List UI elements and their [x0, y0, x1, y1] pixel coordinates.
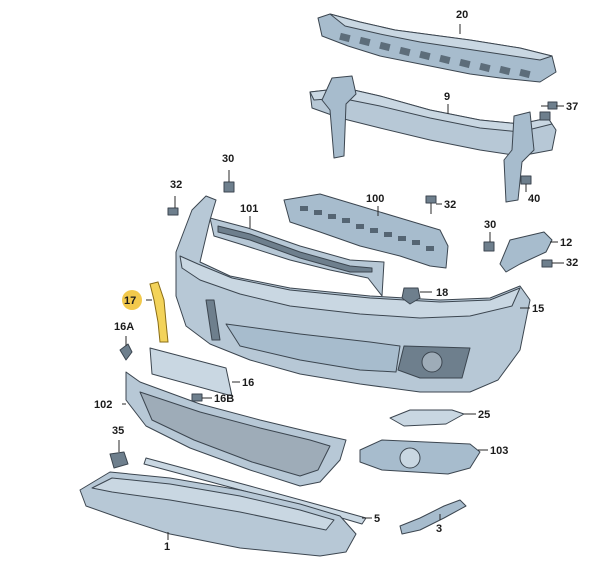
clip-16A[interactable]: [119, 336, 133, 361]
part-20-absorber[interactable]: [317, 13, 557, 83]
label-30a: 30: [222, 153, 234, 165]
label-35: 35: [112, 425, 124, 437]
label-32a: 32: [170, 179, 182, 191]
part-100-upper-grille[interactable]: [283, 193, 449, 269]
screw-32-left[interactable]: [167, 196, 179, 216]
screw-40[interactable]: [520, 175, 532, 192]
label-30b: 30: [484, 219, 496, 231]
clip-30-right[interactable]: [483, 241, 495, 252]
label-32c: 32: [566, 257, 578, 269]
label-12: 12: [560, 237, 572, 249]
part-16-license-plate[interactable]: [149, 347, 240, 397]
screw-37[interactable]: [541, 101, 558, 110]
label-16B: 16B: [214, 393, 234, 405]
label-100: 100: [366, 193, 384, 205]
part-103-fog-grille[interactable]: [359, 439, 488, 475]
clip-30-left[interactable]: [223, 170, 235, 193]
label-16: 16: [242, 377, 254, 389]
label-18: 18: [436, 287, 448, 299]
clip-35[interactable]: [109, 440, 129, 469]
part-17-bracket[interactable]: [146, 281, 169, 343]
label-25: 25: [478, 409, 490, 421]
screw-16B[interactable]: [191, 393, 212, 402]
part-3-strip[interactable]: [399, 499, 467, 535]
label-17: 17: [124, 295, 136, 307]
label-5: 5: [374, 513, 380, 525]
label-15: 15: [532, 303, 544, 315]
label-40: 40: [528, 193, 540, 205]
part-1-underbody[interactable]: [79, 471, 357, 557]
clip-18[interactable]: [401, 287, 432, 305]
label-3: 3: [436, 523, 442, 535]
label-103: 103: [490, 445, 508, 457]
label-17-highlight: [122, 290, 142, 310]
part-102-lower-grille[interactable]: [122, 371, 347, 487]
part-15-bumper-cover[interactable]: [175, 195, 531, 393]
label-102: 102: [94, 399, 112, 411]
label-32b: 32: [444, 199, 456, 211]
label-1: 1: [164, 541, 170, 553]
label-37: 37: [566, 101, 578, 113]
label-9: 9: [444, 91, 450, 103]
label-16A: 16A: [114, 321, 134, 333]
label-101: 101: [240, 203, 258, 215]
part-101-upper-trim[interactable]: [209, 217, 385, 297]
part-12-side-bracket[interactable]: [499, 231, 553, 273]
labels: 20 9 37 30 32 101 100 32 40 30 12 32 17 …: [94, 9, 578, 553]
part-25-trim[interactable]: [389, 409, 476, 427]
screw-32-upper[interactable]: [425, 195, 437, 214]
screw-32-right[interactable]: [541, 259, 564, 268]
label-20: 20: [456, 9, 468, 21]
part-9-reinforcement-bar[interactable]: [309, 75, 557, 203]
